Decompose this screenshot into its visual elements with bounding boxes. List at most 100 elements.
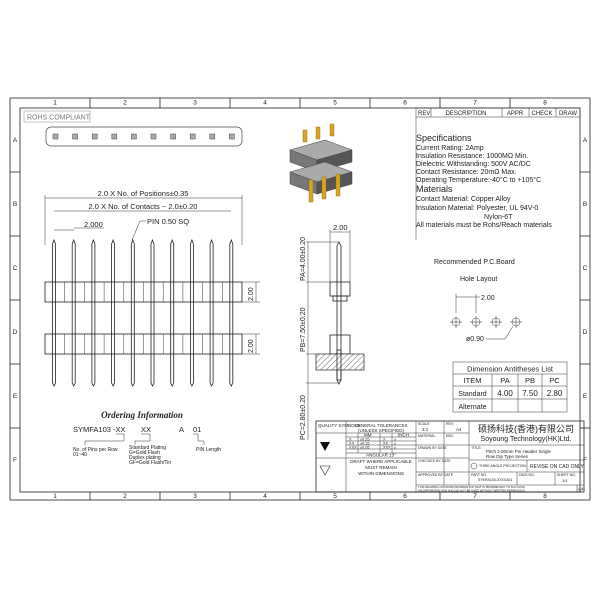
inch-header: INCH <box>398 433 409 438</box>
spec-line: Insulation Resistance: 1000MΩ Min. <box>416 153 528 160</box>
projection-label: THIRD ANGLE PROJECTION <box>479 464 526 468</box>
row-label: A <box>583 137 588 144</box>
tolerance-cell: ±0.05 <box>360 446 369 450</box>
header-3d-illustration <box>289 123 353 203</box>
pin-square <box>131 133 137 140</box>
company-name-en: Soyoung Technology(HK)Ltd. <box>481 436 572 443</box>
pin-square <box>229 133 235 140</box>
pin <box>229 238 234 387</box>
pin <box>130 238 135 387</box>
column-label: 8 <box>543 100 547 107</box>
row-label: B <box>583 201 587 208</box>
column-label: 7 <box>473 100 477 107</box>
column-label: 8 <box>543 493 547 500</box>
pcb-pitch: 2.00 <box>481 295 495 302</box>
column-label: 5 <box>333 100 337 107</box>
rev-value: A4 <box>456 427 462 432</box>
appr-header: APPR <box>507 111 524 117</box>
tolerance-cell: .XXX <box>382 446 391 450</box>
rohs-label: ROHS COMPLIANT <box>27 115 91 122</box>
sheet-label: SHEET NO. <box>557 473 576 477</box>
side-width: 2.00 <box>333 223 348 232</box>
gold-pin <box>335 173 341 197</box>
gold-pin <box>315 126 321 140</box>
dim-table-cell: Alternate <box>458 404 486 411</box>
dim-table-cell: 7.50 <box>522 389 538 398</box>
row-label: A <box>13 137 18 144</box>
pin <box>111 238 115 387</box>
hole-diameter: ø0.90 <box>466 336 484 343</box>
dim-pa: PA=4.00±0.20 <box>300 237 307 281</box>
column-label: 4 <box>263 493 267 500</box>
order-a: A <box>179 425 184 434</box>
column-label: 4 <box>263 100 267 107</box>
dim-table-cell: 4.00 <box>497 389 513 398</box>
tolerance-cell: .XXX <box>348 446 357 450</box>
order-pins: -XX <box>113 425 126 434</box>
plating-note: Standard Plating <box>129 445 166 451</box>
dim-table-header: ITEM <box>464 376 482 385</box>
body-height-2: 2.00 <box>248 339 255 353</box>
company-name-cn: 硕扬科技(香港)有限公司 <box>478 423 574 434</box>
title-label: TITLE: <box>471 446 482 450</box>
column-label: 5 <box>333 493 337 500</box>
sheet-number: 1/1 <box>562 478 568 483</box>
gold-pin <box>308 179 314 203</box>
dim-table-cell: Standard <box>458 391 487 398</box>
notice: THIS DRAWING CONTAINS INFORMATION THAT I… <box>418 485 525 489</box>
tol-title: GENERAL TOLERANCES <box>355 423 408 428</box>
pins-note: No. of Pins per Row <box>73 447 118 453</box>
pcb-hole-icon <box>510 316 522 328</box>
title-block: QUALITY SYMBOLS GENERAL TOLERANCES (UNLE… <box>315 420 584 493</box>
row-label: E <box>13 393 18 400</box>
tol-sub: (UNLESS SPECIFIED) <box>358 428 405 433</box>
drawn-label: DRAWN BY DATE <box>418 446 447 450</box>
front-view: 2.0 X No. of Positions±0.35 2.0 X No. of… <box>44 189 260 387</box>
row-label: B <box>13 201 17 208</box>
pcb-hole-layout: Recommended P.C.Board Hole Layout 2.00 ø… <box>434 259 522 343</box>
row-label: C <box>583 265 588 272</box>
tolerance-cell: ± <box>394 442 396 446</box>
top-view <box>45 126 243 147</box>
pin <box>170 238 175 387</box>
checked-label: CHECKED BY DATE <box>418 459 451 463</box>
material-line: Nylon-6T <box>484 214 513 221</box>
column-label: 6 <box>403 100 407 107</box>
scale-label: SCALE: <box>418 422 430 426</box>
materials-title: Materials <box>416 184 453 194</box>
column-label: 1 <box>53 100 57 107</box>
row-label: E <box>583 393 588 400</box>
spec-line: Operating Temperature:-40°C to +105°C <box>416 176 541 184</box>
pcb-hole-icon <box>450 316 462 328</box>
pin-square <box>52 133 59 140</box>
pcb-hole-icon <box>470 316 482 328</box>
pin-square <box>91 133 98 140</box>
row-label: F <box>583 457 587 464</box>
dim-positions: 2.0 X No. of Positions±0.35 <box>98 189 189 198</box>
tolerance-cell: ± <box>394 438 396 442</box>
pin-square <box>111 133 118 140</box>
notice: INCORPORATED AND SHOULD NOT BE USED WITH… <box>418 489 525 493</box>
dim-pb: PB=7.50±0.20 <box>300 307 307 352</box>
frame-ticks <box>10 98 590 500</box>
column-label: 1 <box>53 493 57 500</box>
column-label: 6 <box>403 493 407 500</box>
specifications: Specifications Current Rating: 2Amp Insu… <box>416 133 552 229</box>
pin <box>52 238 56 387</box>
pin-square <box>72 133 78 140</box>
gold-pin <box>329 123 335 137</box>
order-plating: XX <box>141 425 151 434</box>
dim-pc: PC=2.80±0.20 <box>300 395 307 440</box>
pcb-hole-icon <box>490 316 502 328</box>
mm-header: MM <box>364 433 372 438</box>
pins-note: 01~40 <box>73 452 87 458</box>
material-line: All materials must be Rohs/Reach materia… <box>416 222 552 229</box>
pin-label: PIN 0.50 SQ <box>147 217 189 226</box>
row-label: F <box>13 457 17 464</box>
body-height-1: 2.00 <box>248 287 255 301</box>
material-line: Contact Material: Copper Alloy <box>416 196 511 203</box>
approved-label: APPROVED BY DATE <box>418 473 454 477</box>
rev-label: REV: <box>446 422 454 426</box>
ebc-label: EBC: <box>446 434 454 438</box>
